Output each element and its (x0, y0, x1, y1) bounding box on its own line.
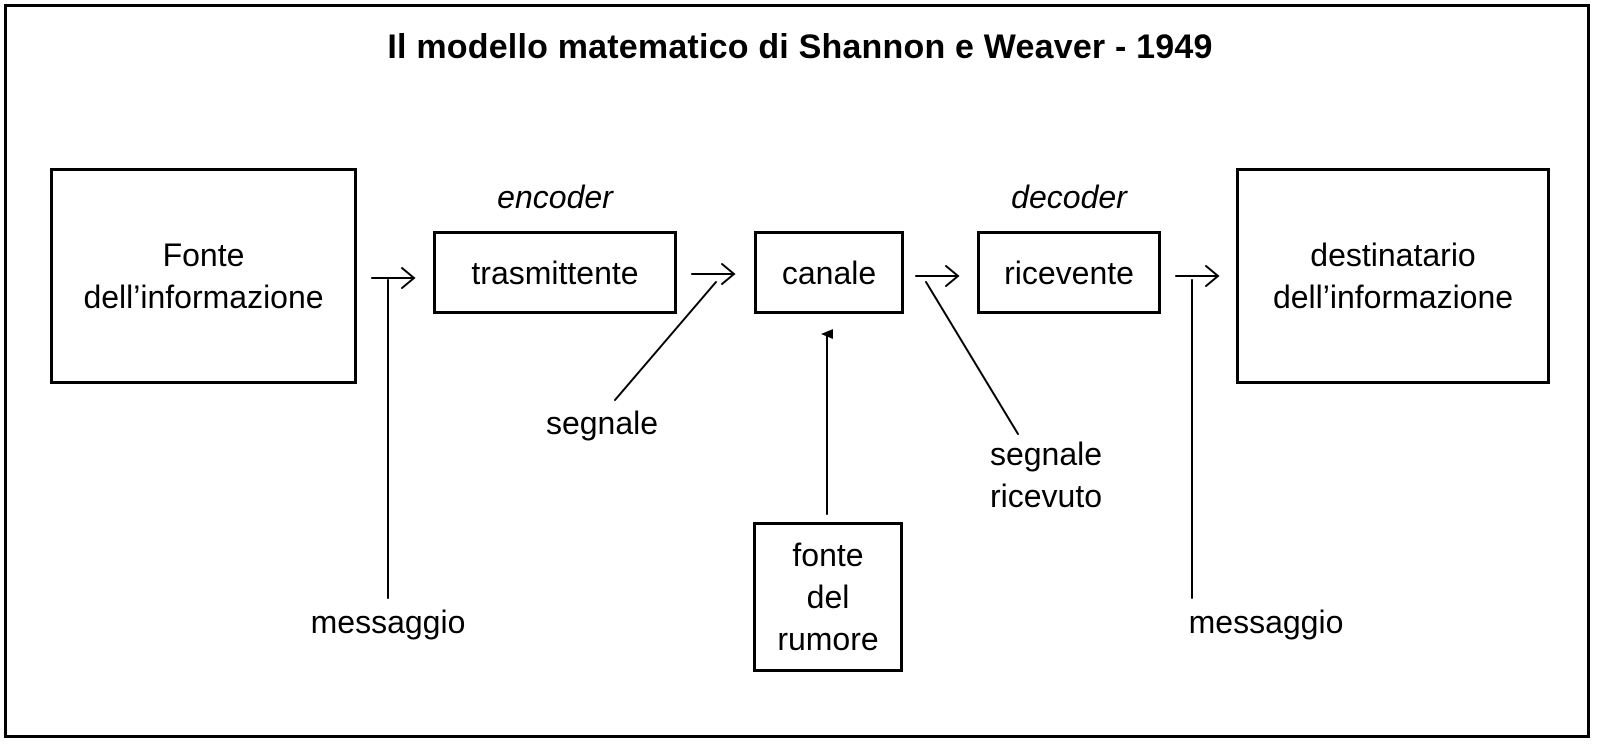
channel-box: canale (754, 231, 904, 314)
noise-label-line3: rumore (777, 621, 879, 657)
arrow-transmitter-to-channel (691, 263, 736, 285)
noise-source-box: fonte del rumore (753, 522, 903, 672)
noise-label-line2: del (806, 579, 850, 615)
arrow-channel-to-receiver (915, 265, 960, 287)
signal-leader (614, 281, 717, 401)
encoder-label: encoder (497, 179, 613, 215)
destination-box: destinatario dell’informazione (1236, 168, 1550, 384)
receiver-box: ricevente (977, 231, 1161, 314)
source-label-line1: Fonte (162, 237, 245, 273)
diagram-title: Il modello matematico di Shannon e Weave… (387, 28, 1213, 66)
arrow-receiver-to-destination (1175, 265, 1220, 287)
destination-label-line2: dell’informazione (1272, 279, 1514, 315)
diagram-frame (4, 4, 1590, 738)
received-signal-label-line2: ricevuto (989, 478, 1103, 514)
source-label-line2: dell’informazione (83, 279, 324, 315)
destination-label-line1: destinatario (1310, 237, 1476, 273)
arrow-source-to-transmitter (371, 267, 416, 289)
received-signal-label-line1: segnale (989, 436, 1103, 472)
message-label-left: messaggio (310, 604, 466, 640)
received-signal-label: segnale ricevuto (956, 433, 1136, 517)
message-label-right: messaggio (1188, 604, 1344, 640)
source-box: Fonte dell’informazione (50, 168, 357, 384)
signal-label: segnale (545, 405, 659, 441)
noise-label-line1: fonte (792, 537, 864, 573)
receiver-label: ricevente (1004, 254, 1134, 291)
received-signal-leader (925, 281, 1019, 435)
channel-label: canale (781, 254, 877, 291)
transmitter-label: trasmittente (471, 254, 639, 291)
transmitter-box: trasmittente (433, 231, 677, 314)
decoder-label: decoder (1011, 179, 1127, 215)
